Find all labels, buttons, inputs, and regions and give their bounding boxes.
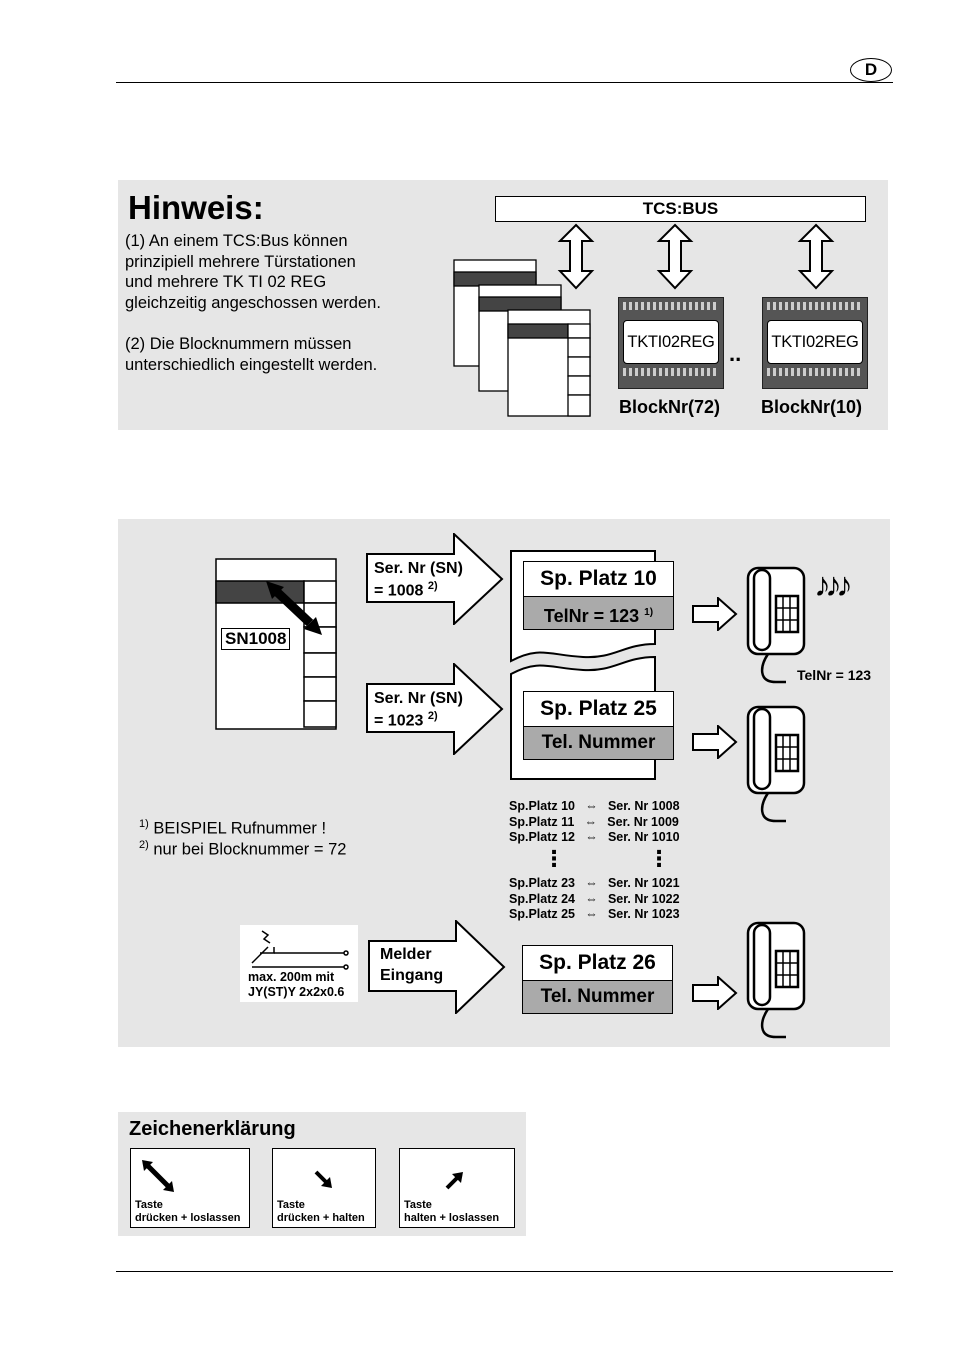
music-notes-icon: ♪♪♪ [814, 566, 853, 604]
mapping-list-top: Sp.Platz 10 ⇔ Ser. Nr 1008 Sp.Platz 11 ⇔… [509, 799, 709, 846]
display-1-bottom: TelNr = 123 1) [523, 596, 674, 630]
hinweis-note-1: (1) An einem TCS:Bus können prinzipiell … [125, 232, 381, 312]
display-3-top: Sp. Platz 26 [522, 945, 673, 981]
mapping-vdots-right: ⋮ [648, 846, 670, 871]
telnr-label: TelNr = 123 [797, 667, 872, 683]
small-arrow-icon [692, 976, 738, 1010]
arrow-2-line1: Ser. Nr (SN) [374, 690, 463, 707]
block-number-2: BlockNr(10) [761, 397, 863, 417]
arrow-3-line1: Melder [380, 946, 432, 963]
display-2-bottom: Tel. Nummer [523, 726, 674, 760]
module-2-label: TKTI02REG [767, 320, 863, 364]
bus-double-arrows [557, 223, 835, 290]
display-1-top: Sp. Platz 10 [523, 561, 674, 597]
arrow-1-line2: = 1008 2) [374, 580, 438, 600]
language-badge: D [850, 58, 892, 82]
press-hold-arrow-icon [314, 1170, 332, 1188]
footnote-1: 1) BEISPIEL Rufnummer ! [139, 818, 327, 838]
arrow-1-line1: Ser. Nr (SN) [374, 560, 463, 577]
arrow-shape-3 [368, 920, 506, 1014]
tkti02reg-module-2: TKTI02REG [762, 297, 868, 389]
switch-text-1: max. 200m mit [248, 970, 335, 984]
small-arrow-icon [692, 725, 738, 759]
display-3-bottom: Tel. Nummer [522, 980, 673, 1014]
mapping-vdots-left: ⋮ [543, 846, 565, 871]
footnote-2: 2) nur bei Blocknummer = 72 [139, 839, 347, 859]
hold-release-arrow-icon [445, 1172, 463, 1190]
tkti02reg-module-1: TKTI02REG [618, 297, 724, 389]
hinweis-title: Hinweis: [128, 189, 264, 226]
telephone-icon [746, 566, 806, 684]
arrow-3-line2: Eingang [380, 967, 444, 984]
legend-title: Zeichenerklärung [129, 1118, 296, 1140]
module-ellipsis: .. [729, 341, 742, 366]
block-number-1: BlockNr(72) [619, 397, 721, 417]
footer-rule [116, 1271, 893, 1272]
mapping-row: Sp.Platz 12 ⇔ Ser. Nr 1010 [509, 830, 680, 844]
double-arrow-icon [656, 223, 694, 290]
small-arrow-icon [692, 597, 738, 631]
mapping-row: Sp.Platz 11 ⇔ Ser. Nr 1009 [509, 814, 679, 829]
display-2-top: Sp. Platz 25 [523, 691, 674, 727]
switch-text-2: JY(ST)Y 2x2x0.6 [248, 985, 345, 999]
mapping-row: Sp.Platz 23 ⇔ Ser. Nr 1021 [509, 876, 680, 890]
sn-label: SN1008 [221, 628, 291, 650]
module-1-label: TKTI02REG [623, 320, 719, 364]
tcs-bus-bar: TCS:BUS [495, 196, 866, 222]
switch-symbol-icon [251, 930, 349, 970]
double-arrow-icon [557, 223, 595, 290]
double-arrow-icon [797, 223, 835, 290]
press-release-arrow-icon [266, 581, 322, 635]
mapping-row: Sp.Platz 25 ⇔ Ser. Nr 1023 [509, 907, 680, 921]
arrow-shape-2 [366, 663, 504, 755]
press-release-arrow-icon [142, 1160, 174, 1192]
telephone-icon [746, 705, 806, 823]
hinweis-note-2: (2) Die Blocknummern müssen unterschiedl… [125, 335, 378, 374]
arrow-shape-1 [366, 533, 504, 625]
mapping-list-bottom: Sp.Platz 23 ⇔ Ser. Nr 1021 Sp.Platz 24 ⇔… [509, 876, 709, 923]
switch-box: max. 200m mit JY(ST)Y 2x2x0.6 [240, 925, 358, 1002]
arrow-2-line2: = 1023 2) [374, 710, 438, 730]
mapping-row: Sp.Platz 24 ⇔ Ser. Nr 1022 [509, 891, 680, 906]
door-stations-stack-icon [453, 259, 591, 417]
mapping-row: Sp.Platz 10 ⇔ Ser. Nr 1008 [509, 799, 680, 813]
header-rule [116, 82, 893, 83]
telephone-icon [746, 921, 806, 1039]
